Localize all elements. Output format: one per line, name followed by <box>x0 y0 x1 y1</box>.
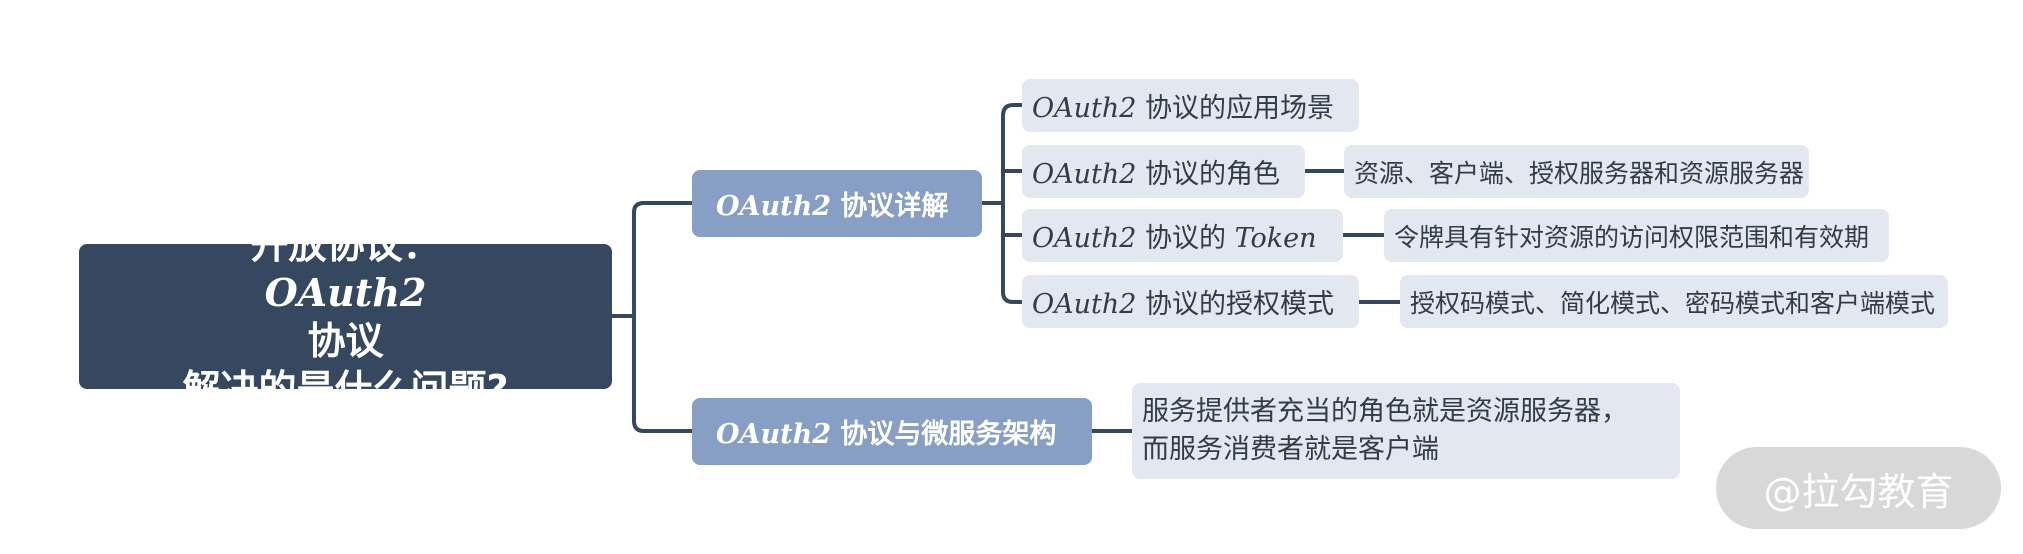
root-topic[interactable]: 开放协议：OAuth2 协议 解决的是什么问题? <box>79 223 612 411</box>
detail-token[interactable]: 令牌具有针对资源的访问权限范围和有效期 <box>1384 209 1889 262</box>
branch-label: OAuth2 协议详解 <box>716 191 949 222</box>
detail-line-1: 服务提供者充当的角色就是资源服务器， <box>1142 396 1628 427</box>
leaf-roles[interactable]: OAuth2 协议的角色 <box>1022 145 1305 198</box>
latin-term: OAuth2 <box>1032 289 1137 320</box>
leaf-token[interactable]: OAuth2 协议的 Token <box>1022 209 1343 262</box>
latin-term: OAuth2 <box>1032 159 1137 190</box>
latin-term: OAuth2 <box>716 191 831 222</box>
latin-term: OAuth2 <box>716 419 831 450</box>
detail-label: 资源、客户端、授权服务器和资源服务器 <box>1354 158 1805 188</box>
leaf-label: OAuth2 协议的角色 <box>1032 159 1281 190</box>
leaf-grant-types[interactable]: OAuth2 协议的授权模式 <box>1022 275 1359 328</box>
branch-oauth2-details[interactable]: OAuth2 协议详解 <box>692 170 982 237</box>
detail-line-2: 而服务消费者就是客户端 <box>1142 434 1439 465</box>
root-topic-line-1: 开放协议：OAuth2 协议 <box>250 222 441 363</box>
branch-label: OAuth2 协议与微服务架构 <box>716 419 1057 450</box>
root-topic-line-2: 解决的是什么问题? <box>182 366 509 411</box>
detail-roles[interactable]: 资源、客户端、授权服务器和资源服务器 <box>1344 145 1809 198</box>
leaf-label: OAuth2 协议的授权模式 <box>1032 289 1335 320</box>
connector-branch1-leaves <box>980 103 1024 304</box>
latin-term: OAuth2 <box>264 269 427 315</box>
leaf-label: OAuth2 协议的 Token <box>1032 223 1317 254</box>
latin-term: OAuth2 <box>1032 223 1137 254</box>
latin-term: OAuth2 <box>1032 93 1137 124</box>
detail-label: 授权码模式、简化模式、密码模式和客户端模式 <box>1410 288 1936 318</box>
connector-root-branches <box>610 201 694 433</box>
leaf-use-cases[interactable]: OAuth2 协议的应用场景 <box>1022 79 1359 132</box>
detail-label: 令牌具有针对资源的访问权限范围和有效期 <box>1394 222 1870 252</box>
latin-term: Token <box>1234 223 1317 254</box>
watermark-text: @拉勾教育 <box>1763 469 1954 514</box>
leaf-label: OAuth2 协议的应用场景 <box>1032 93 1335 124</box>
branch-oauth2-microservices[interactable]: OAuth2 协议与微服务架构 <box>692 398 1092 465</box>
detail-grant-types[interactable]: 授权码模式、简化模式、密码模式和客户端模式 <box>1400 275 1948 328</box>
watermark-logo: @拉勾教育 <box>1716 447 2001 529</box>
detail-microservices[interactable]: 服务提供者充当的角色就是资源服务器， 而服务消费者就是客户端 <box>1132 383 1680 479</box>
